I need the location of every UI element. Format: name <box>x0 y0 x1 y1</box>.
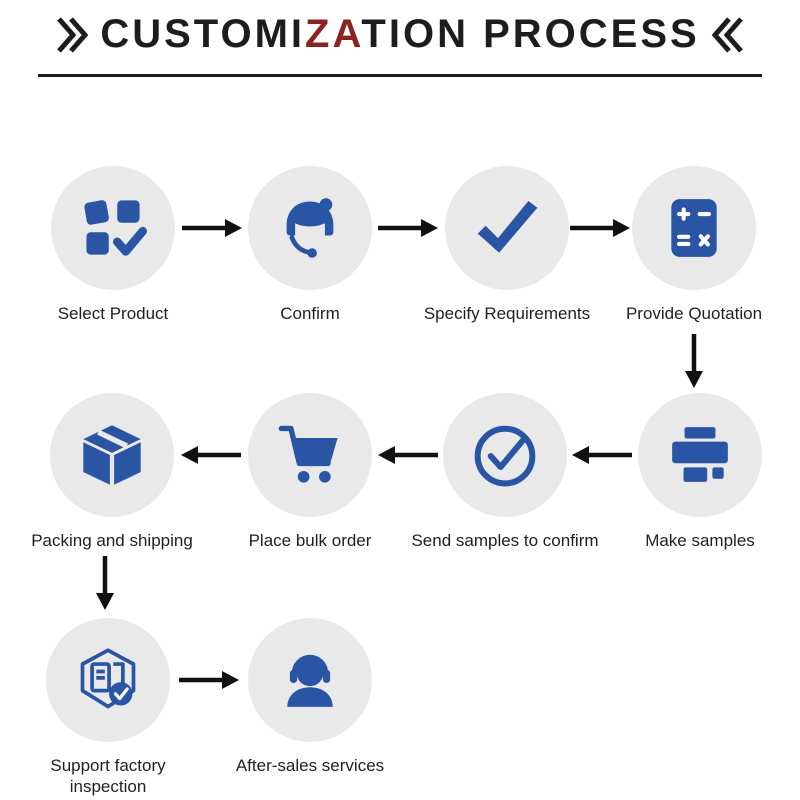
step-circle <box>443 393 567 517</box>
step-specify-requirements: Specify Requirements <box>407 166 607 324</box>
step-label: After-sales services <box>235 756 385 775</box>
calculator-icon <box>671 199 717 257</box>
arrow-left-1 <box>572 446 632 464</box>
shopping-cart-icon <box>278 425 338 483</box>
step-circle <box>632 166 756 290</box>
checkmark-icon <box>477 201 538 253</box>
step-provide-quotation: Provide Quotation <box>594 166 794 324</box>
arrow-down-right-column <box>685 334 703 388</box>
step-label: Send samples to confirm <box>411 531 599 550</box>
double-chevron-left-icon <box>711 16 743 53</box>
arrow-left-3 <box>181 446 241 464</box>
customer-service-icon <box>286 198 334 258</box>
inspection-shield-icon <box>80 648 136 709</box>
step-circle <box>51 166 175 290</box>
arrow-down-left-column <box>96 556 114 610</box>
step-select-product: Select Product <box>13 166 213 324</box>
step-after-sales: After-sales services <box>210 618 410 776</box>
double-chevron-right-icon <box>57 16 89 53</box>
arrow-right-2 <box>378 219 438 237</box>
step-circle <box>248 618 372 742</box>
step-label: Confirm <box>280 304 340 323</box>
step-label: Provide Quotation <box>625 304 763 323</box>
step-circle <box>46 618 170 742</box>
step-confirm: Confirm <box>210 166 410 324</box>
title-underline <box>38 74 762 77</box>
headset-person-icon <box>287 654 333 707</box>
step-label: Specify Requirements <box>423 304 591 323</box>
step-circle <box>638 393 762 517</box>
title-part-2: ZA <box>305 12 362 56</box>
step-make-samples: Make samples <box>600 393 800 551</box>
circle-check-icon <box>474 425 536 487</box>
page-title: CUSTOMIZATION PROCESS <box>0 12 800 57</box>
title-part-3: TION PROCESS <box>361 12 700 56</box>
arrow-right-1 <box>182 219 242 237</box>
package-box-icon <box>83 425 141 485</box>
step-factory-inspection: Support factory inspection <box>8 618 208 797</box>
step-label: Support factory inspection <box>50 756 166 796</box>
step-circle <box>445 166 569 290</box>
step-label: Select Product <box>57 304 169 323</box>
product-grid-check-icon <box>84 200 147 256</box>
printer-icon <box>672 427 728 482</box>
title-text: CUSTOMIZATION PROCESS <box>100 12 699 57</box>
step-packing-shipping: Packing and shipping <box>12 393 212 551</box>
step-circle <box>50 393 174 517</box>
step-circle <box>248 393 372 517</box>
step-label: Place bulk order <box>248 531 372 550</box>
title-part-1: CUSTOMI <box>100 12 306 56</box>
arrow-right-4 <box>179 671 239 689</box>
step-send-samples: Send samples to confirm <box>405 393 605 551</box>
arrow-left-2 <box>378 446 438 464</box>
step-circle <box>248 166 372 290</box>
step-label: Packing and shipping <box>31 531 193 550</box>
arrow-right-3 <box>570 219 630 237</box>
step-place-bulk-order: Place bulk order <box>210 393 410 551</box>
step-label: Make samples <box>645 531 755 550</box>
